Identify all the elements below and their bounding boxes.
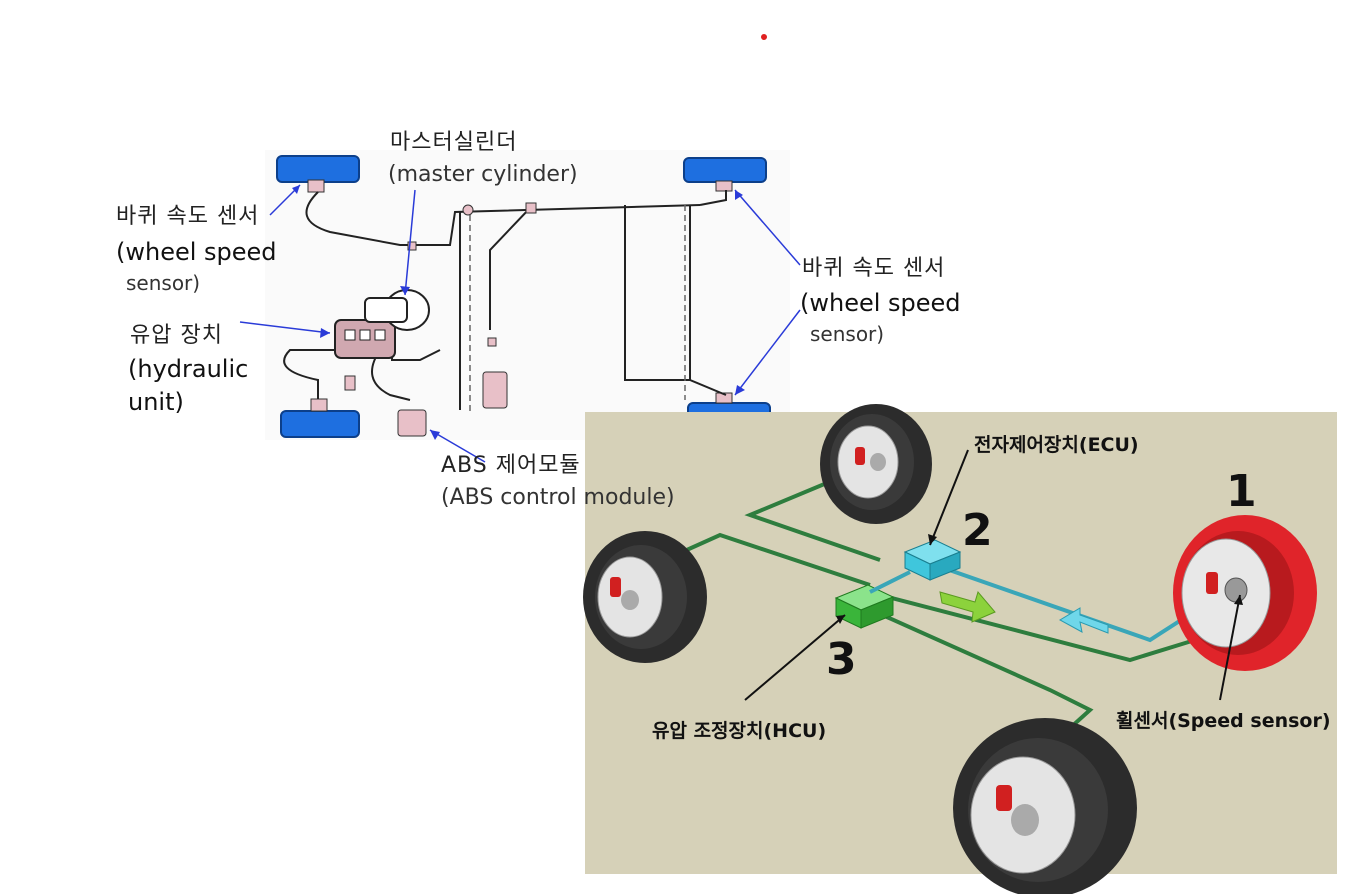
green-arrow [939, 590, 996, 623]
master-cylinder-kr-label: 마스터실린더 [390, 130, 518, 155]
hcu-label: 유압 조정장치(HCU) [652, 720, 827, 742]
red-dot [761, 34, 767, 40]
tire-rear-left [280, 410, 360, 438]
master-cylinder-en-label: (master cylinder) [388, 162, 578, 187]
hydraulic-en1-label: (hydraulic [128, 355, 249, 383]
wheel-rear-left [583, 531, 707, 663]
hydraulic-kr-label: 유압 장치 [130, 323, 223, 348]
ecu-box [903, 539, 962, 581]
wheel-speed-right-en2-label: sensor) [810, 322, 885, 346]
cyan-arrow [1058, 607, 1109, 634]
number-3-label: 3 [826, 634, 857, 685]
tire-front-right [683, 157, 767, 183]
wheel-front-left [820, 404, 932, 524]
hydraulic-en2-label: unit) [128, 388, 184, 416]
wheel-speed-left-en1-label: (wheel speed [116, 238, 277, 266]
speed-sensor-label: 휠센서(Speed sensor) [1116, 710, 1331, 732]
wheel-front-right [1173, 515, 1317, 671]
hcu-box [834, 584, 895, 629]
wheel-speed-right-kr-label: 바퀴 속도 센서 [802, 256, 946, 281]
wheel-speed-left-en2-label: sensor) [126, 271, 201, 295]
wheel-speed-right-en1-label: (wheel speed [800, 289, 961, 317]
ecu-label: 전자제어장치(ECU) [974, 434, 1139, 456]
wheel-speed-left-kr-label: 바퀴 속도 센서 [116, 204, 260, 229]
abs-module-en-label: (ABS control module) [441, 485, 675, 510]
number-2-label: 2 [962, 505, 993, 556]
tire-front-left [276, 155, 360, 183]
wheel-rear-right [953, 718, 1137, 894]
number-1-label: 1 [1226, 466, 1257, 517]
abs-module-kr-label: ABS 제어모듈 [441, 453, 581, 478]
